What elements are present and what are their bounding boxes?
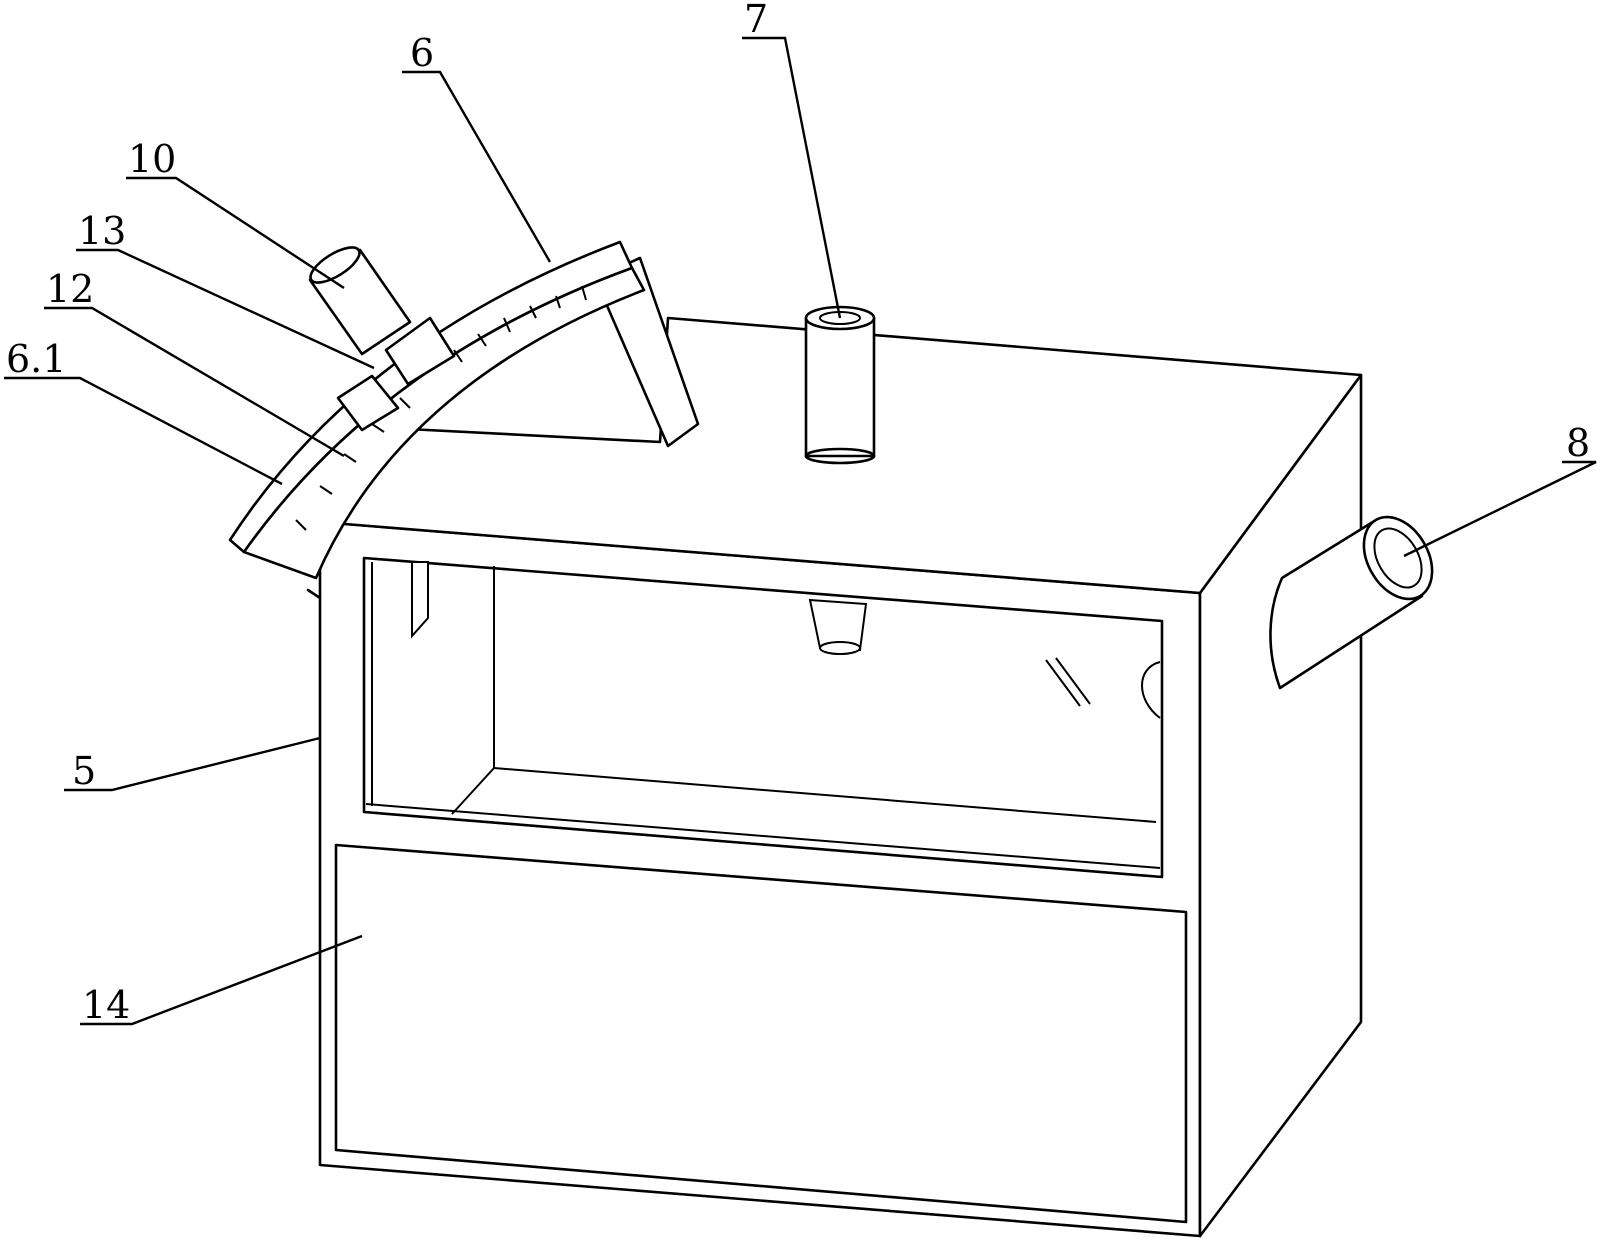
label-6-1: 6.1 <box>6 337 66 381</box>
label-10: 10 <box>128 137 176 181</box>
gauge-tick <box>343 453 357 463</box>
top-pipe-base <box>804 447 876 465</box>
label-14: 14 <box>82 983 130 1027</box>
label-8: 8 <box>1566 421 1590 465</box>
leader-lines <box>4 36 1597 1026</box>
interior-nozzle-tip <box>819 641 861 655</box>
label-5: 5 <box>72 749 96 793</box>
leader-7 <box>742 36 842 319</box>
leader-12 <box>44 306 345 458</box>
slider-block-12 <box>336 374 400 432</box>
interior-probe <box>411 561 429 639</box>
drawer <box>334 843 1188 1224</box>
side-pipe-bore <box>1373 527 1423 589</box>
leader-10 <box>126 176 345 290</box>
gauge-scale-plate <box>242 266 646 580</box>
drawer-front <box>334 843 1188 1224</box>
label-12: 12 <box>46 267 94 311</box>
leader-13 <box>76 248 375 370</box>
gauge-tick <box>295 519 307 531</box>
side-pipe <box>1269 515 1434 690</box>
gauge-tick <box>503 317 511 333</box>
cabinet-left-edge <box>306 588 322 600</box>
leader-6 <box>402 70 552 263</box>
window-sill <box>363 811 1163 878</box>
gauge-tick <box>555 295 561 309</box>
leader-6-1 <box>4 376 283 486</box>
leader-8 <box>1403 460 1597 558</box>
label-7: 7 <box>744 0 768 41</box>
gauge-tick <box>319 485 333 495</box>
interior-floor-back <box>493 767 1157 823</box>
top-pipe <box>804 305 876 465</box>
interior-inlet-bulge <box>1141 661 1161 719</box>
label-13: 13 <box>78 209 126 253</box>
slider-block-13 <box>384 316 456 386</box>
reference-numerals: 7 6 10 13 12 6.1 8 5 14 <box>6 0 1590 1027</box>
glass-mark-1 <box>1045 659 1081 707</box>
gauge-tick <box>399 397 411 409</box>
gauge-tick <box>477 333 487 347</box>
leader-14 <box>80 934 363 1026</box>
gauge-tick <box>453 349 463 363</box>
leader-5 <box>64 736 321 792</box>
interior-floor-edge <box>451 767 495 815</box>
label-6: 6 <box>410 31 434 75</box>
gauge-tick <box>529 305 537 319</box>
gauge-tick <box>581 285 587 301</box>
window-sill-inner <box>365 803 1161 869</box>
window-opening <box>362 556 1164 879</box>
arc-gauge <box>228 240 700 580</box>
top-pipe-body <box>804 316 876 458</box>
gauge-tick <box>371 423 385 433</box>
glass-mark-2 <box>1055 657 1091 705</box>
